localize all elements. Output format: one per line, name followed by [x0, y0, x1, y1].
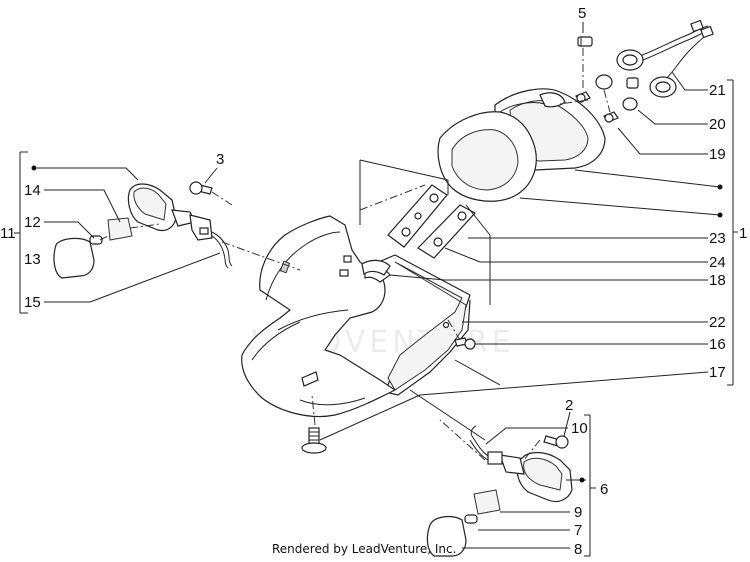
callout-10: 10	[571, 420, 588, 437]
callout-15: 15	[24, 294, 41, 311]
callout-21: 21	[709, 82, 726, 99]
callout-9: 9	[574, 504, 582, 521]
part-screw-3	[189, 181, 213, 195]
callout-24: 24	[709, 254, 726, 271]
part-lens-12	[89, 235, 103, 245]
part-bolt-bottom	[301, 427, 327, 454]
callout-7: 7	[574, 522, 582, 539]
assembly-guide-lines	[99, 48, 611, 461]
part-left-turn-signal-14	[127, 183, 233, 269]
part-bracket-24	[387, 184, 448, 248]
part-bulb-19	[575, 91, 619, 123]
part-gasket-14b	[107, 217, 133, 241]
callout-23: 23	[709, 230, 726, 247]
part-bracket-23	[417, 204, 476, 259]
callout-14: 14	[24, 182, 41, 199]
part-bracket-18	[361, 259, 391, 276]
part-lens-13	[53, 237, 95, 279]
callout-20: 20	[709, 116, 726, 133]
callout-11: 11	[0, 225, 16, 242]
part-lens-8	[426, 515, 467, 557]
part-screw-16	[454, 337, 476, 350]
leader-lines-bottom	[462, 411, 596, 557]
callout-19: 19	[709, 146, 726, 163]
part-plate-holder-22	[359, 254, 471, 396]
callout-16: 16	[709, 336, 726, 353]
part-right-turn-signal-6	[469, 425, 573, 503]
callout-17: 17	[709, 364, 726, 381]
callout-6: 6	[600, 481, 608, 498]
part-bulb-5	[577, 36, 593, 47]
callout-18: 18	[709, 272, 726, 289]
part-screw-2	[543, 435, 569, 449]
leader-lines-left	[14, 151, 221, 314]
mounting-outline-lines	[359, 159, 501, 441]
callout-1: 1	[739, 225, 747, 242]
callout-8: 8	[574, 541, 582, 558]
leader-lines-right	[319, 22, 738, 441]
callout-labels: 1 2 3 5 6 7 8 9 10 11 12 13 14 15 16 17 …	[0, 5, 747, 558]
callout-13: 13	[24, 251, 41, 268]
callout-2: 2	[565, 397, 573, 414]
part-bulb-7	[464, 514, 478, 524]
part-tail-lamp-1	[437, 88, 606, 202]
part-fender-17	[241, 215, 397, 418]
callout-22: 22	[709, 314, 726, 331]
callout-3: 3	[216, 151, 224, 168]
callout-5: 5	[578, 5, 586, 22]
part-gasket-9	[473, 489, 501, 515]
part-grommet-20	[595, 74, 639, 111]
render-credit: Rendered by LeadVenture, Inc.	[272, 542, 456, 556]
callout-12: 12	[24, 214, 41, 231]
part-harness-21	[616, 19, 714, 98]
